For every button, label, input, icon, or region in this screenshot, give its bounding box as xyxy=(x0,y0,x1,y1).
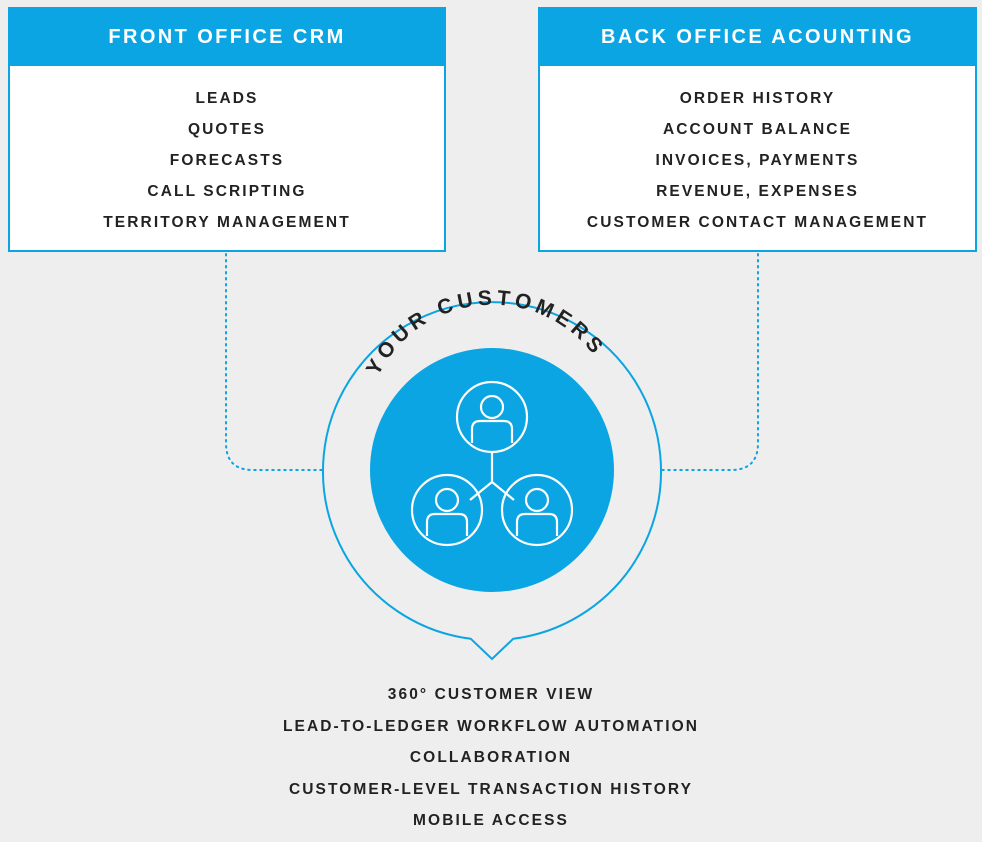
customers-network-icon xyxy=(410,380,574,547)
customers-ring-outline xyxy=(322,301,662,661)
front-office-item: TERRITORY MANAGEMENT xyxy=(103,214,351,231)
back-office-item: CUSTOMER CONTACT MANAGEMENT xyxy=(586,214,929,231)
right-connector-line xyxy=(661,253,759,471)
back-office-panel: BACK OFFICE ACOUNTING ORDER HISTORY ACCO… xyxy=(538,7,977,252)
benefit-item: COLLABORATION xyxy=(409,749,573,766)
front-office-item: LEADS xyxy=(195,90,259,107)
back-office-item: ACCOUNT BALANCE xyxy=(662,121,853,138)
back-office-list: ORDER HISTORY ACCOUNT BALANCE INVOICES, … xyxy=(540,66,975,238)
benefit-item: LEAD-TO-LEDGER WORKFLOW AUTOMATION xyxy=(282,717,700,735)
left-connector-line xyxy=(225,253,323,471)
front-office-panel: FRONT OFFICE CRM LEADS QUOTES FORECASTS … xyxy=(8,7,446,252)
front-office-item: FORECASTS xyxy=(169,152,285,169)
front-office-list: LEADS QUOTES FORECASTS CALL SCRIPTING TE… xyxy=(10,66,444,238)
front-office-item: QUOTES xyxy=(187,121,267,138)
benefit-item: MOBILE ACCESS xyxy=(413,812,569,829)
front-office-title: FRONT OFFICE CRM xyxy=(10,9,444,66)
benefit-item: 360° CUSTOMER VIEW xyxy=(387,686,595,703)
back-office-item: REVENUE, EXPENSES xyxy=(656,183,859,200)
benefit-item: CUSTOMER-LEVEL TRANSACTION HISTORY xyxy=(288,780,694,798)
benefits-list: 360° CUSTOMER VIEW LEAD-TO-LEDGER WORKFL… xyxy=(0,679,982,837)
back-office-item: INVOICES, PAYMENTS xyxy=(655,152,860,169)
back-office-title: BACK OFFICE ACOUNTING xyxy=(540,9,975,66)
front-office-item: CALL SCRIPTING xyxy=(147,183,307,200)
back-office-item: ORDER HISTORY xyxy=(679,90,836,107)
